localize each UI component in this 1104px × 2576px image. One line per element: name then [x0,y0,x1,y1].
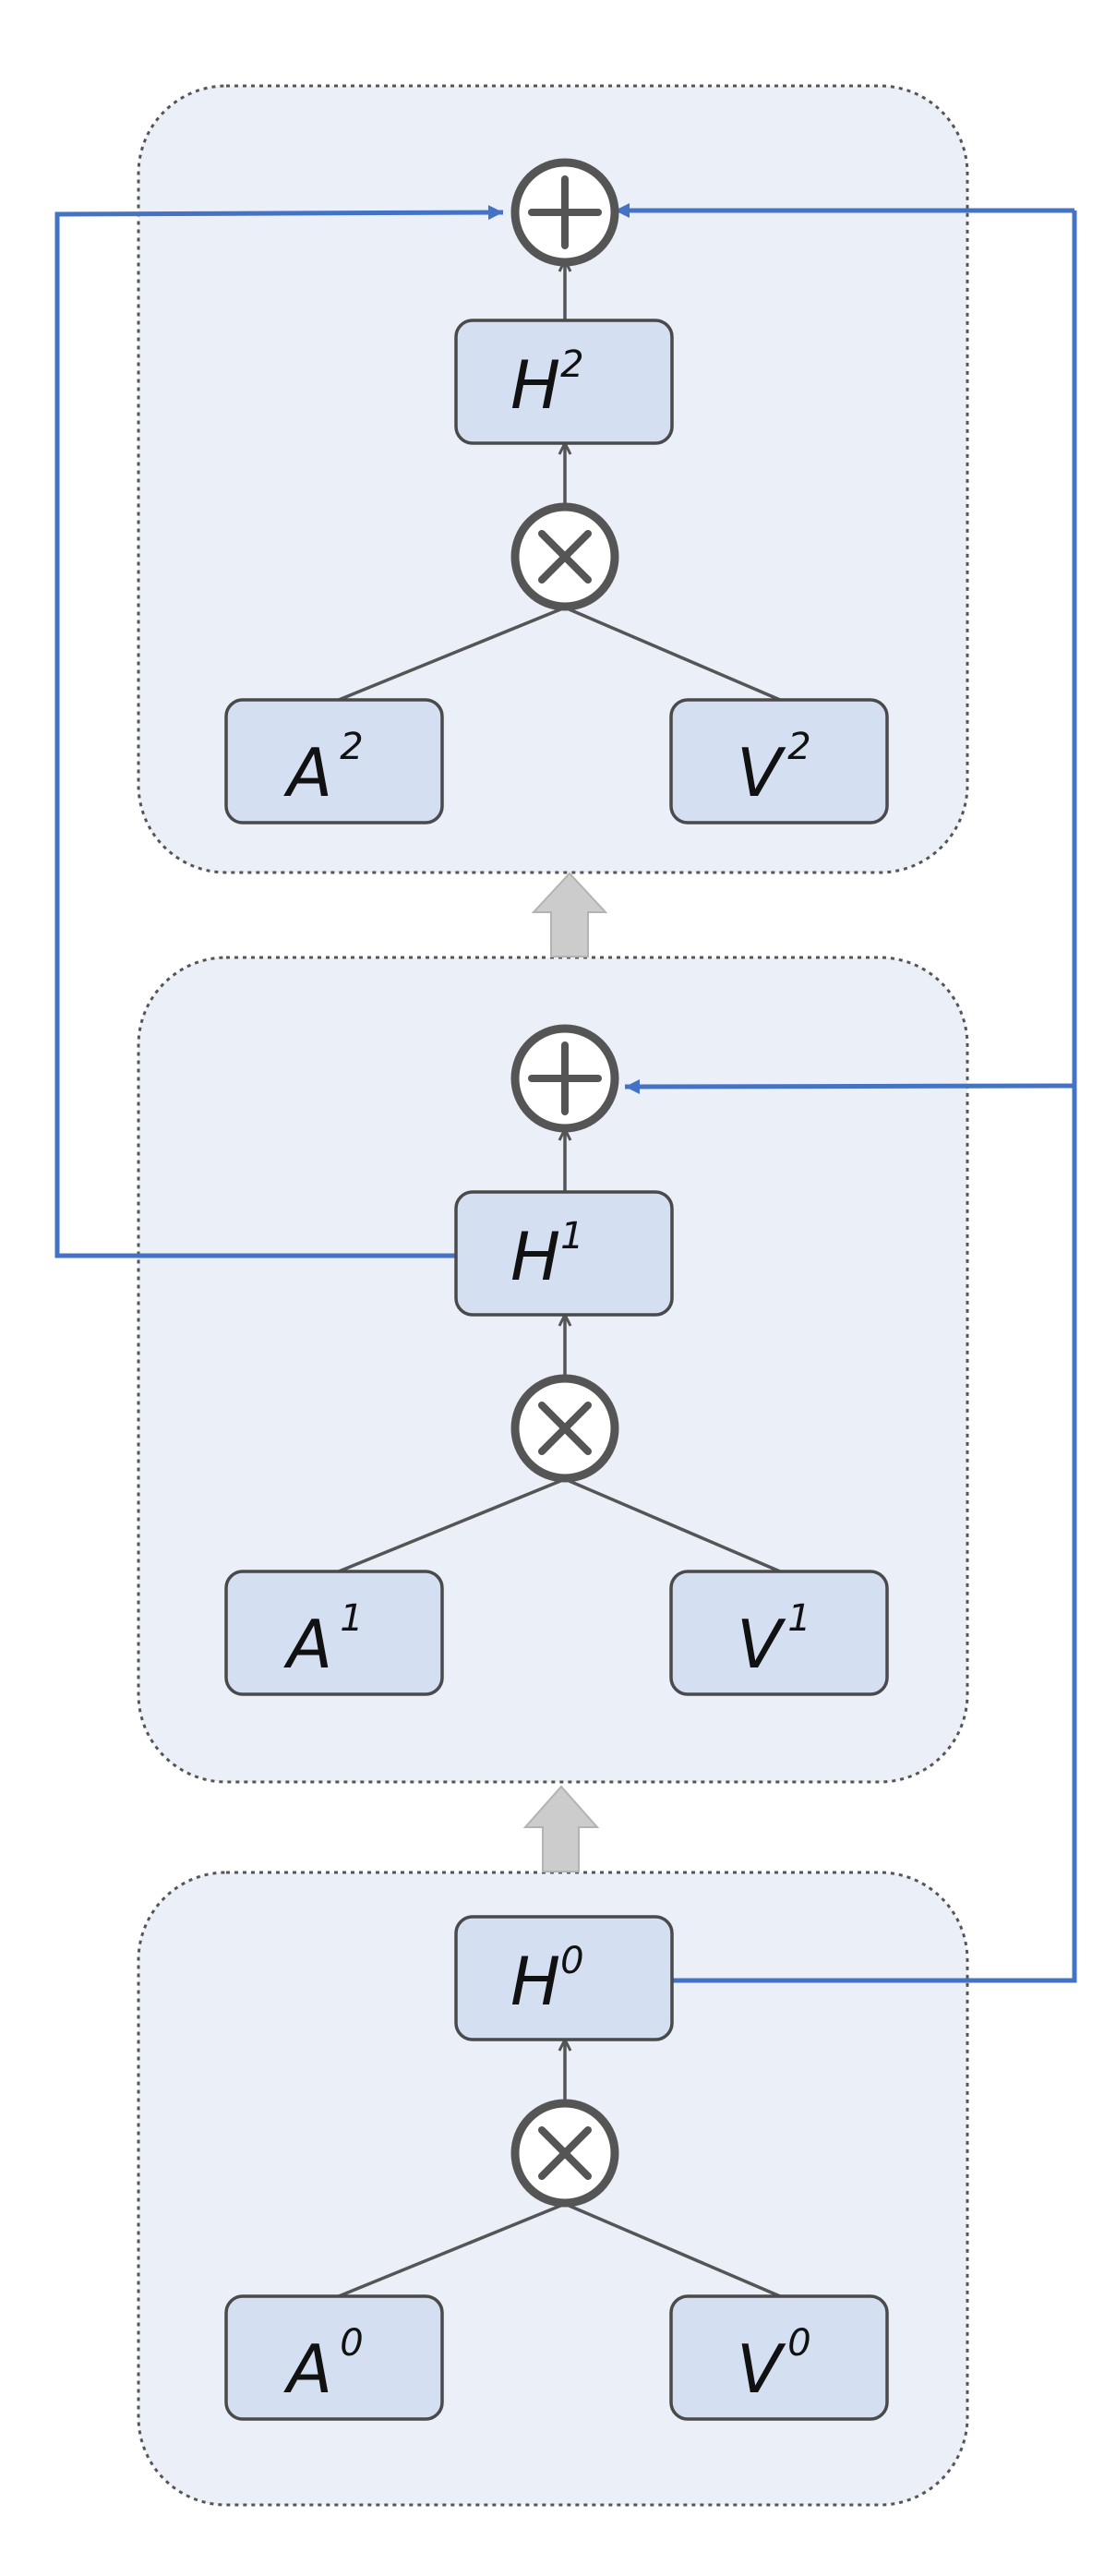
hidden-node-0: H0 [454,1915,674,2041]
edge-v2-to-multiply [564,606,781,702]
value-0-label: V [737,2330,786,2408]
value-2-label: V [737,734,786,812]
svg-text:V1: V1 [737,1597,811,1683]
add-node-2 [510,158,619,267]
multiply-node-2 [510,502,619,611]
hidden-2-sup: 2 [560,343,583,386]
attention-0-sup: 0 [340,2322,363,2365]
skip-h1-to-add2 [54,205,504,1258]
hidden-1-label: H [510,1218,560,1295]
svg-text:A1: A1 [283,1597,364,1683]
add-node-1 [510,1024,619,1133]
svg-text:V0: V0 [737,2322,811,2408]
svg-text:H1: H1 [510,1215,584,1295]
hidden-2-label: H [510,346,560,424]
value-1-sup: 1 [787,1597,810,1640]
edge-a2-to-multiply [338,606,566,702]
value-2-sup: 2 [787,726,810,768]
hidden-0-label: H [510,1943,560,2020]
svg-text:A2: A2 [283,726,364,812]
skip-h0-vertical [672,211,1077,1983]
layer-0-to-1-arrow [522,1785,600,1872]
attention-2-label: A [283,734,332,812]
attention-1-label: A [283,1606,332,1683]
skip-h0-to-add1 [624,1078,1075,1094]
svg-text:V2: V2 [737,726,811,812]
layer-1-to-2-arrow [531,872,608,957]
attention-2-sup: 2 [340,726,363,768]
svg-text:H0: H0 [510,1940,584,2020]
value-0-sup: 0 [787,2322,810,2365]
multiply-node-0 [510,2099,619,2208]
svg-text:H2: H2 [510,343,584,424]
multiply-node-1 [510,1374,619,1483]
edge-a0-to-multiply [338,2202,566,2298]
edge-v0-to-multiply [564,2202,781,2298]
hidden-node-2: H2 [454,319,674,445]
hidden-1-sup: 1 [560,1215,583,1258]
svg-text:A0: A0 [283,2322,364,2408]
edge-v1-to-multiply [564,1477,781,1573]
hidden-0-sup: 0 [560,1940,583,1982]
hidden-node-1: H1 [454,1190,674,1317]
layer-2-container [137,84,969,874]
attention-1-sup: 1 [340,1597,363,1640]
attention-0-label: A [283,2330,332,2408]
value-1-label: V [737,1606,786,1683]
edge-a1-to-multiply [338,1477,566,1573]
